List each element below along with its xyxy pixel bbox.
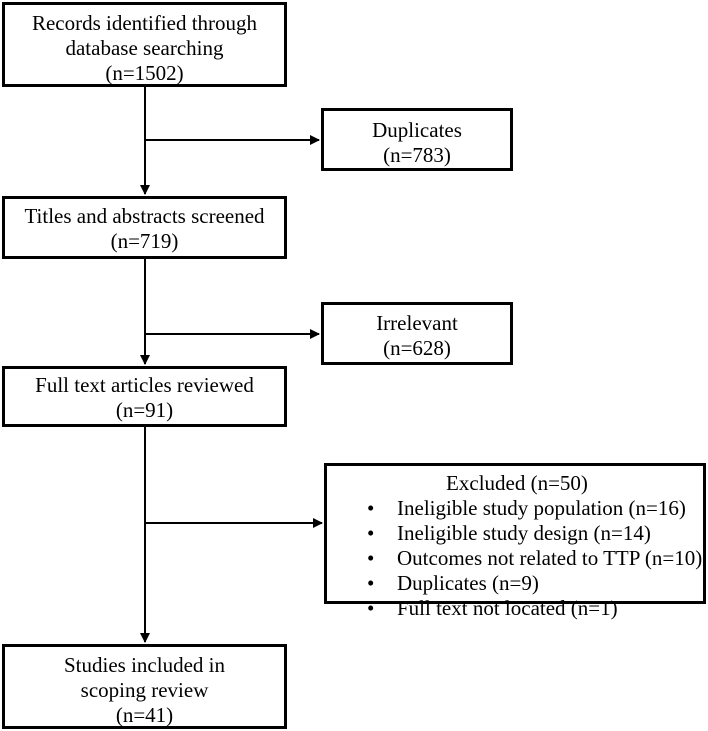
duplicates-box: Duplicates (n=783) [321,108,513,171]
included-label-line1: Studies included in [64,653,225,677]
excluded-reason-text: Full text not located (n=1) [397,596,618,620]
irrelevant-box: Irrelevant (n=628) [321,302,513,365]
included-count: (n=41) [115,703,174,727]
excluded-box: Excluded (n=50) • Ineligible study popul… [324,463,706,620]
excluded-reason-item: • Ineligible study population (n=16) [367,496,703,521]
bullet-icon: • [367,596,375,620]
excluded-reason-item: • Full text not located (n=1) [367,596,703,621]
excluded-reason-item: • Ineligible study design (n=14) [367,521,703,546]
irrelevant-label: Irrelevant [376,311,458,335]
excluded-reason-item: • Duplicates (n=9) [367,571,703,596]
bullet-icon: • [367,546,375,570]
duplicates-label: Duplicates [372,118,462,142]
excluded-reason-text: Duplicates (n=9) [397,571,539,595]
bullet-icon: • [367,521,375,545]
fulltext-count: (n=91) [115,398,174,422]
duplicates-count: (n=783) [383,143,451,167]
excluded-reason-text: Ineligible study population (n=16) [397,496,686,520]
excluded-reason-text: Outcomes not related to TTP (n=10) [397,546,703,570]
records-count: (n=1502) [105,61,184,85]
titles-label: Titles and abstracts screened [24,204,265,228]
records-label-line1: Records identified through [31,11,258,35]
excluded-heading: Excluded (n=50) [446,471,588,495]
titles-screened-box: Titles and abstracts screened (n=719) [2,196,287,259]
bullet-icon: • [367,571,375,595]
fulltext-reviewed-box: Full text articles reviewed (n=91) [2,366,287,427]
records-label-line2: database searching [65,36,224,60]
fulltext-label: Full text articles reviewed [35,373,254,397]
studies-included-box: Studies included in scoping review (n=41… [2,644,287,729]
included-label-line2: scoping review [80,678,209,702]
excluded-reason-item: • Outcomes not related to TTP (n=10) [367,546,703,571]
bullet-icon: • [367,496,375,520]
excluded-reason-text: Ineligible study design (n=14) [397,521,651,545]
titles-count: (n=719) [110,229,179,253]
records-identified-box: Records identified through database sear… [2,2,287,87]
excluded-reasons-list: • Ineligible study population (n=16) • I… [327,496,703,621]
irrelevant-count: (n=628) [383,336,451,360]
